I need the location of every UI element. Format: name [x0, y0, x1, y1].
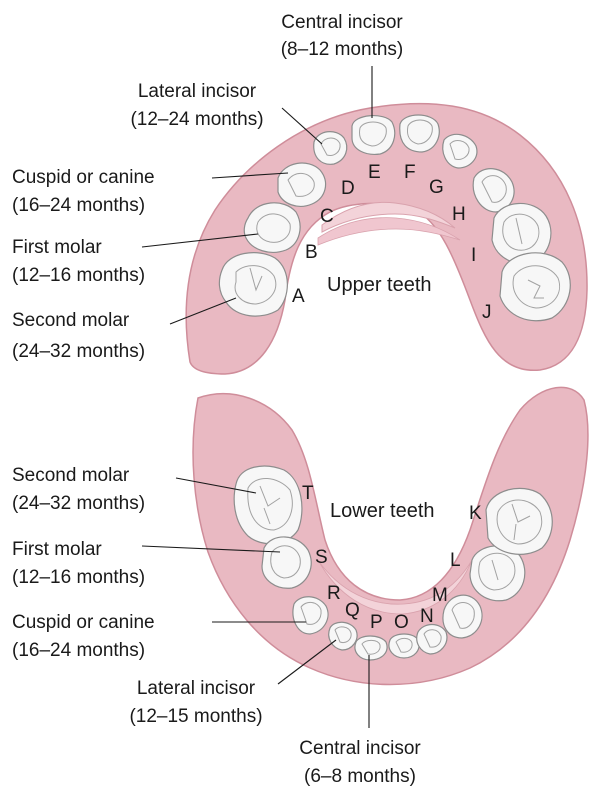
upper-tooth-D — [314, 132, 347, 165]
upper-first-molar-age: (12–16 months) — [12, 265, 145, 286]
letter-S: S — [315, 547, 328, 568]
letter-P: P — [370, 612, 383, 633]
upper-second-molar-age: (24–32 months) — [12, 341, 145, 362]
lower-second-molar-name: Second molar — [12, 465, 130, 486]
letter-A: A — [292, 286, 305, 307]
lower-tooth-P — [355, 636, 387, 660]
lower-tooth-M — [443, 595, 482, 638]
upper-cuspid-age: (16–24 months) — [12, 195, 145, 216]
letter-I: I — [471, 245, 476, 266]
lower-first-molar-age: (12–16 months) — [12, 567, 145, 588]
letter-N: N — [420, 606, 434, 627]
upper-tooth-J — [500, 253, 570, 321]
lower-tooth-K — [486, 488, 552, 554]
letter-Q: Q — [345, 600, 360, 621]
letter-C: C — [320, 206, 334, 227]
upper-tooth-C — [278, 163, 326, 206]
letter-D: D — [341, 178, 355, 199]
letter-O: O — [394, 612, 409, 633]
letter-H: H — [452, 204, 466, 225]
letter-F: F — [404, 162, 416, 183]
lower-tooth-Q — [329, 622, 357, 650]
upper-tooth-A — [219, 253, 287, 316]
upper-central-incisor-name: Central incisor — [281, 12, 403, 33]
upper-arch — [186, 104, 587, 374]
upper-cuspid-name: Cuspid or canine — [12, 167, 155, 188]
lower-tooth-T — [234, 466, 302, 544]
letter-R: R — [327, 583, 341, 604]
lower-arch — [193, 387, 588, 684]
lower-tooth-S — [262, 537, 311, 588]
lower-tooth-R — [293, 597, 328, 634]
lower-cuspid-name: Cuspid or canine — [12, 612, 155, 633]
lower-second-molar-age: (24–32 months) — [12, 493, 145, 514]
lower-lateral-incisor-name: Lateral incisor — [137, 678, 256, 699]
letter-T: T — [302, 483, 314, 504]
letter-B: B — [305, 242, 318, 263]
upper-second-molar-name: Second molar — [12, 310, 130, 331]
letter-M: M — [432, 585, 448, 606]
lower-teeth-label: Lower teeth — [330, 500, 435, 522]
letter-J: J — [482, 302, 492, 323]
lower-central-incisor-name: Central incisor — [299, 738, 421, 759]
upper-teeth-label: Upper teeth — [327, 274, 432, 296]
letter-L: L — [450, 550, 461, 571]
letter-E: E — [368, 162, 381, 183]
upper-tooth-E — [352, 116, 395, 155]
lower-first-molar-name: First molar — [12, 539, 102, 560]
letter-G: G — [429, 177, 444, 198]
upper-tooth-B — [244, 203, 300, 253]
upper-central-incisor-age: (8–12 months) — [281, 39, 404, 60]
lower-central-incisor-age: (6–8 months) — [304, 766, 416, 787]
upper-lateral-incisor-name: Lateral incisor — [138, 81, 257, 102]
lower-tooth-O — [389, 634, 419, 658]
upper-first-molar-name: First molar — [12, 237, 102, 258]
upper-lateral-incisor-age: (12–24 months) — [130, 109, 263, 130]
lower-lateral-incisor-age: (12–15 months) — [129, 706, 262, 727]
upper-tooth-G — [443, 134, 477, 168]
letter-K: K — [469, 503, 482, 524]
lower-cuspid-age: (16–24 months) — [12, 640, 145, 661]
upper-tooth-F — [400, 115, 439, 152]
